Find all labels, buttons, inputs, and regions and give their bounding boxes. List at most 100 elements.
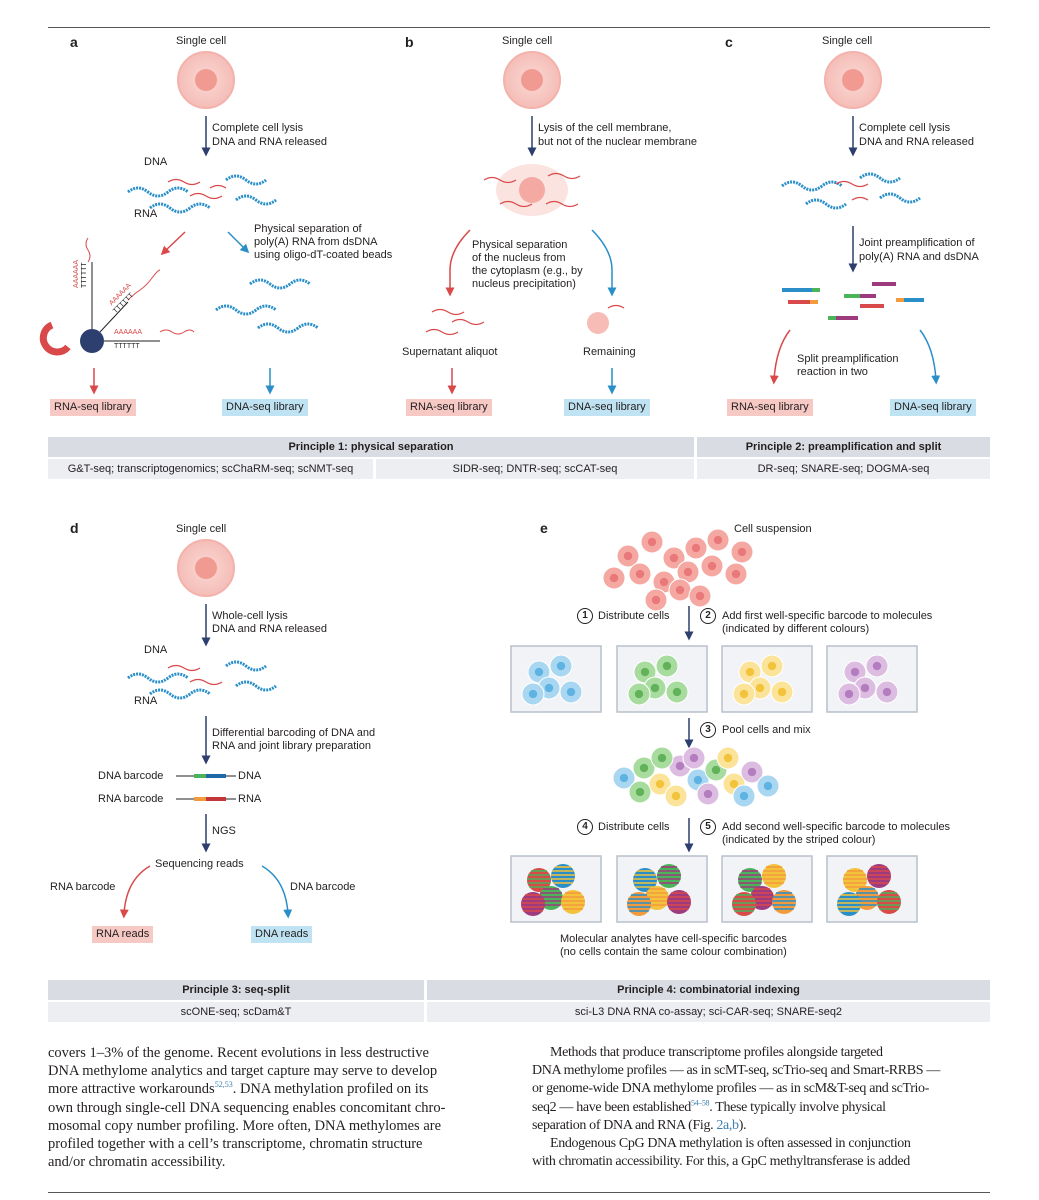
panel-c-amplicons	[782, 282, 924, 320]
rna-barcode-label: RNA barcode	[98, 793, 164, 805]
well-cell-nucleus	[534, 667, 544, 677]
panel-d-barcodes	[176, 774, 236, 801]
suspension-cell-nucleus	[713, 535, 723, 545]
barcoded-cell	[527, 868, 551, 892]
barcoded-cell	[843, 868, 867, 892]
panel-e-wells-1	[510, 645, 918, 713]
panel-e-wells-2	[510, 855, 918, 923]
panel-d-right-branch: DNA barcode	[290, 881, 356, 893]
panel-b-title: Single cell	[502, 35, 553, 47]
principle-2-header: Principle 2: preamplification and split	[697, 437, 990, 457]
suspension-cell-nucleus	[675, 585, 685, 595]
body-text-right: Methods that produce transcriptome profi…	[532, 1044, 994, 1171]
panel-e-title: Cell suspension	[734, 523, 812, 535]
suspension-cell-nucleus	[683, 567, 693, 577]
well-cell-nucleus	[556, 661, 566, 671]
well-cell-nucleus	[566, 687, 576, 697]
panel-b-step2-line2: of the nucleus from	[472, 252, 566, 264]
right-line-5: separation of DNA and RNA (Fig. 2a,b).	[532, 1117, 994, 1135]
suspension-cell-nucleus	[651, 595, 661, 605]
barcoded-cell	[762, 864, 786, 888]
poly-t-1: TTTTTT	[81, 262, 88, 288]
barcoded-cell	[772, 890, 796, 914]
well-cell-nucleus	[528, 689, 538, 699]
pooled-cell-nucleus	[723, 753, 733, 763]
well-cell-nucleus	[872, 661, 882, 671]
pooled-cell-nucleus	[671, 791, 681, 801]
poly-t-3: TTTTTT	[114, 343, 140, 350]
panel-a-dna-separated	[215, 278, 319, 334]
right-line-5a: separation of DNA and RNA (Fig.	[532, 1117, 717, 1133]
panel-a-step1-line2: DNA and RNA released	[212, 136, 327, 148]
panel-e-caption-line2: (no cells contain the same colour combin…	[560, 946, 787, 958]
pooled-cell-nucleus	[619, 773, 629, 783]
panel-a-dna-lib: DNA-seq library	[222, 399, 308, 416]
panel-c-dna-rna-mix	[781, 172, 921, 210]
ngs-label: NGS	[212, 825, 236, 837]
suspension-cell-nucleus	[623, 551, 633, 561]
panel-d-arrow-left	[119, 865, 151, 919]
panel-b-step1-line2: but not of the nuclear membrane	[538, 136, 697, 148]
panel-c-arrow-left	[769, 329, 791, 385]
panel-c-cell	[824, 51, 882, 109]
well-cell-nucleus	[860, 683, 870, 693]
pooled-cell-nucleus	[693, 775, 703, 785]
well-cell-nucleus	[634, 689, 644, 699]
left-line-6: profiled together with a cell’s transcri…	[48, 1136, 423, 1153]
bottom-rule	[48, 1192, 990, 1193]
barcoded-cell	[633, 868, 657, 892]
well-cell-nucleus	[850, 667, 860, 677]
panel-a-step2-line1: Physical separation of	[254, 223, 362, 235]
panel-b-left-label: Supernatant aliquot	[402, 346, 498, 358]
right-line-4a: seq2 — have been established	[532, 1099, 691, 1115]
panel-c-arrow-right	[919, 329, 941, 385]
principle-4-header: Principle 4: combinatorial indexing	[427, 980, 990, 1000]
barcoded-cell	[732, 892, 756, 916]
left-line-2: DNA methylome analytics and target captu…	[48, 1063, 438, 1080]
suspension-cell-nucleus	[659, 577, 669, 587]
suspension-cell-nucleus	[669, 553, 679, 563]
well-cell-nucleus	[777, 687, 787, 697]
step-4-badge: 4	[577, 819, 593, 835]
pooled-cell-nucleus	[739, 791, 749, 801]
panel-b-dna-lib: DNA-seq library	[564, 399, 650, 416]
panel-c-step1-line2: DNA and RNA released	[859, 136, 974, 148]
barcoded-cell	[521, 892, 545, 916]
panel-a-dna-rna-mix	[127, 174, 277, 214]
panel-d-cell	[177, 539, 235, 597]
panel-c-letter: c	[725, 34, 733, 50]
panel-b-step2-line1: Physical separation	[472, 239, 568, 251]
panel-a-step2-line2: poly(A) RNA from dsDNA	[254, 236, 378, 248]
citation-54-58[interactable]: 54–58	[690, 1097, 710, 1107]
barcoded-cell	[738, 868, 762, 892]
well-cell-nucleus	[640, 667, 650, 677]
dna-barcode-label: DNA barcode	[98, 770, 164, 782]
panel-d-rna-label: RNA	[134, 695, 158, 707]
right-line-6: Endogenous CpG DNA methylation is often …	[550, 1136, 911, 1152]
well-cell-nucleus	[882, 687, 892, 697]
suspension-cell-nucleus	[635, 569, 645, 579]
panel-a-arrow-blue	[227, 231, 250, 254]
panel-b-cytoplasm-rna	[425, 304, 625, 336]
step-2-line2: (indicated by different colours)	[722, 623, 870, 635]
panel-d-step1-line1: Whole-cell lysis	[212, 610, 288, 622]
panel-b-nucleus	[587, 312, 609, 334]
panel-e-cell-suspension	[602, 528, 754, 612]
panel-a-letter: a	[70, 34, 78, 50]
barcoded-cell	[551, 864, 575, 888]
right-line-2: DNA methylome profiles — as in scMT-seq,…	[532, 1063, 940, 1079]
suspension-cell-nucleus	[609, 573, 619, 583]
left-line-5: mosomal copy number profiling. More ofte…	[48, 1117, 442, 1134]
pooled-cell-nucleus	[655, 779, 665, 789]
citation-52-53[interactable]: 52,53	[214, 1080, 233, 1090]
well-cell-nucleus	[844, 689, 854, 699]
barcoded-cell	[657, 864, 681, 888]
panel-a-cell	[177, 51, 235, 109]
well-cell-nucleus	[739, 689, 749, 699]
panel-d-step2-line1: Differential barcoding of DNA and	[212, 727, 376, 739]
principle-1-methods-b: SIDR-seq; DNTR-seq; scCAT-seq	[376, 459, 694, 479]
poly-a-tail-3: AAAAAA	[114, 329, 143, 336]
figure-ref-2ab[interactable]: 2a,b	[716, 1117, 739, 1133]
well-cell-nucleus	[672, 687, 682, 697]
